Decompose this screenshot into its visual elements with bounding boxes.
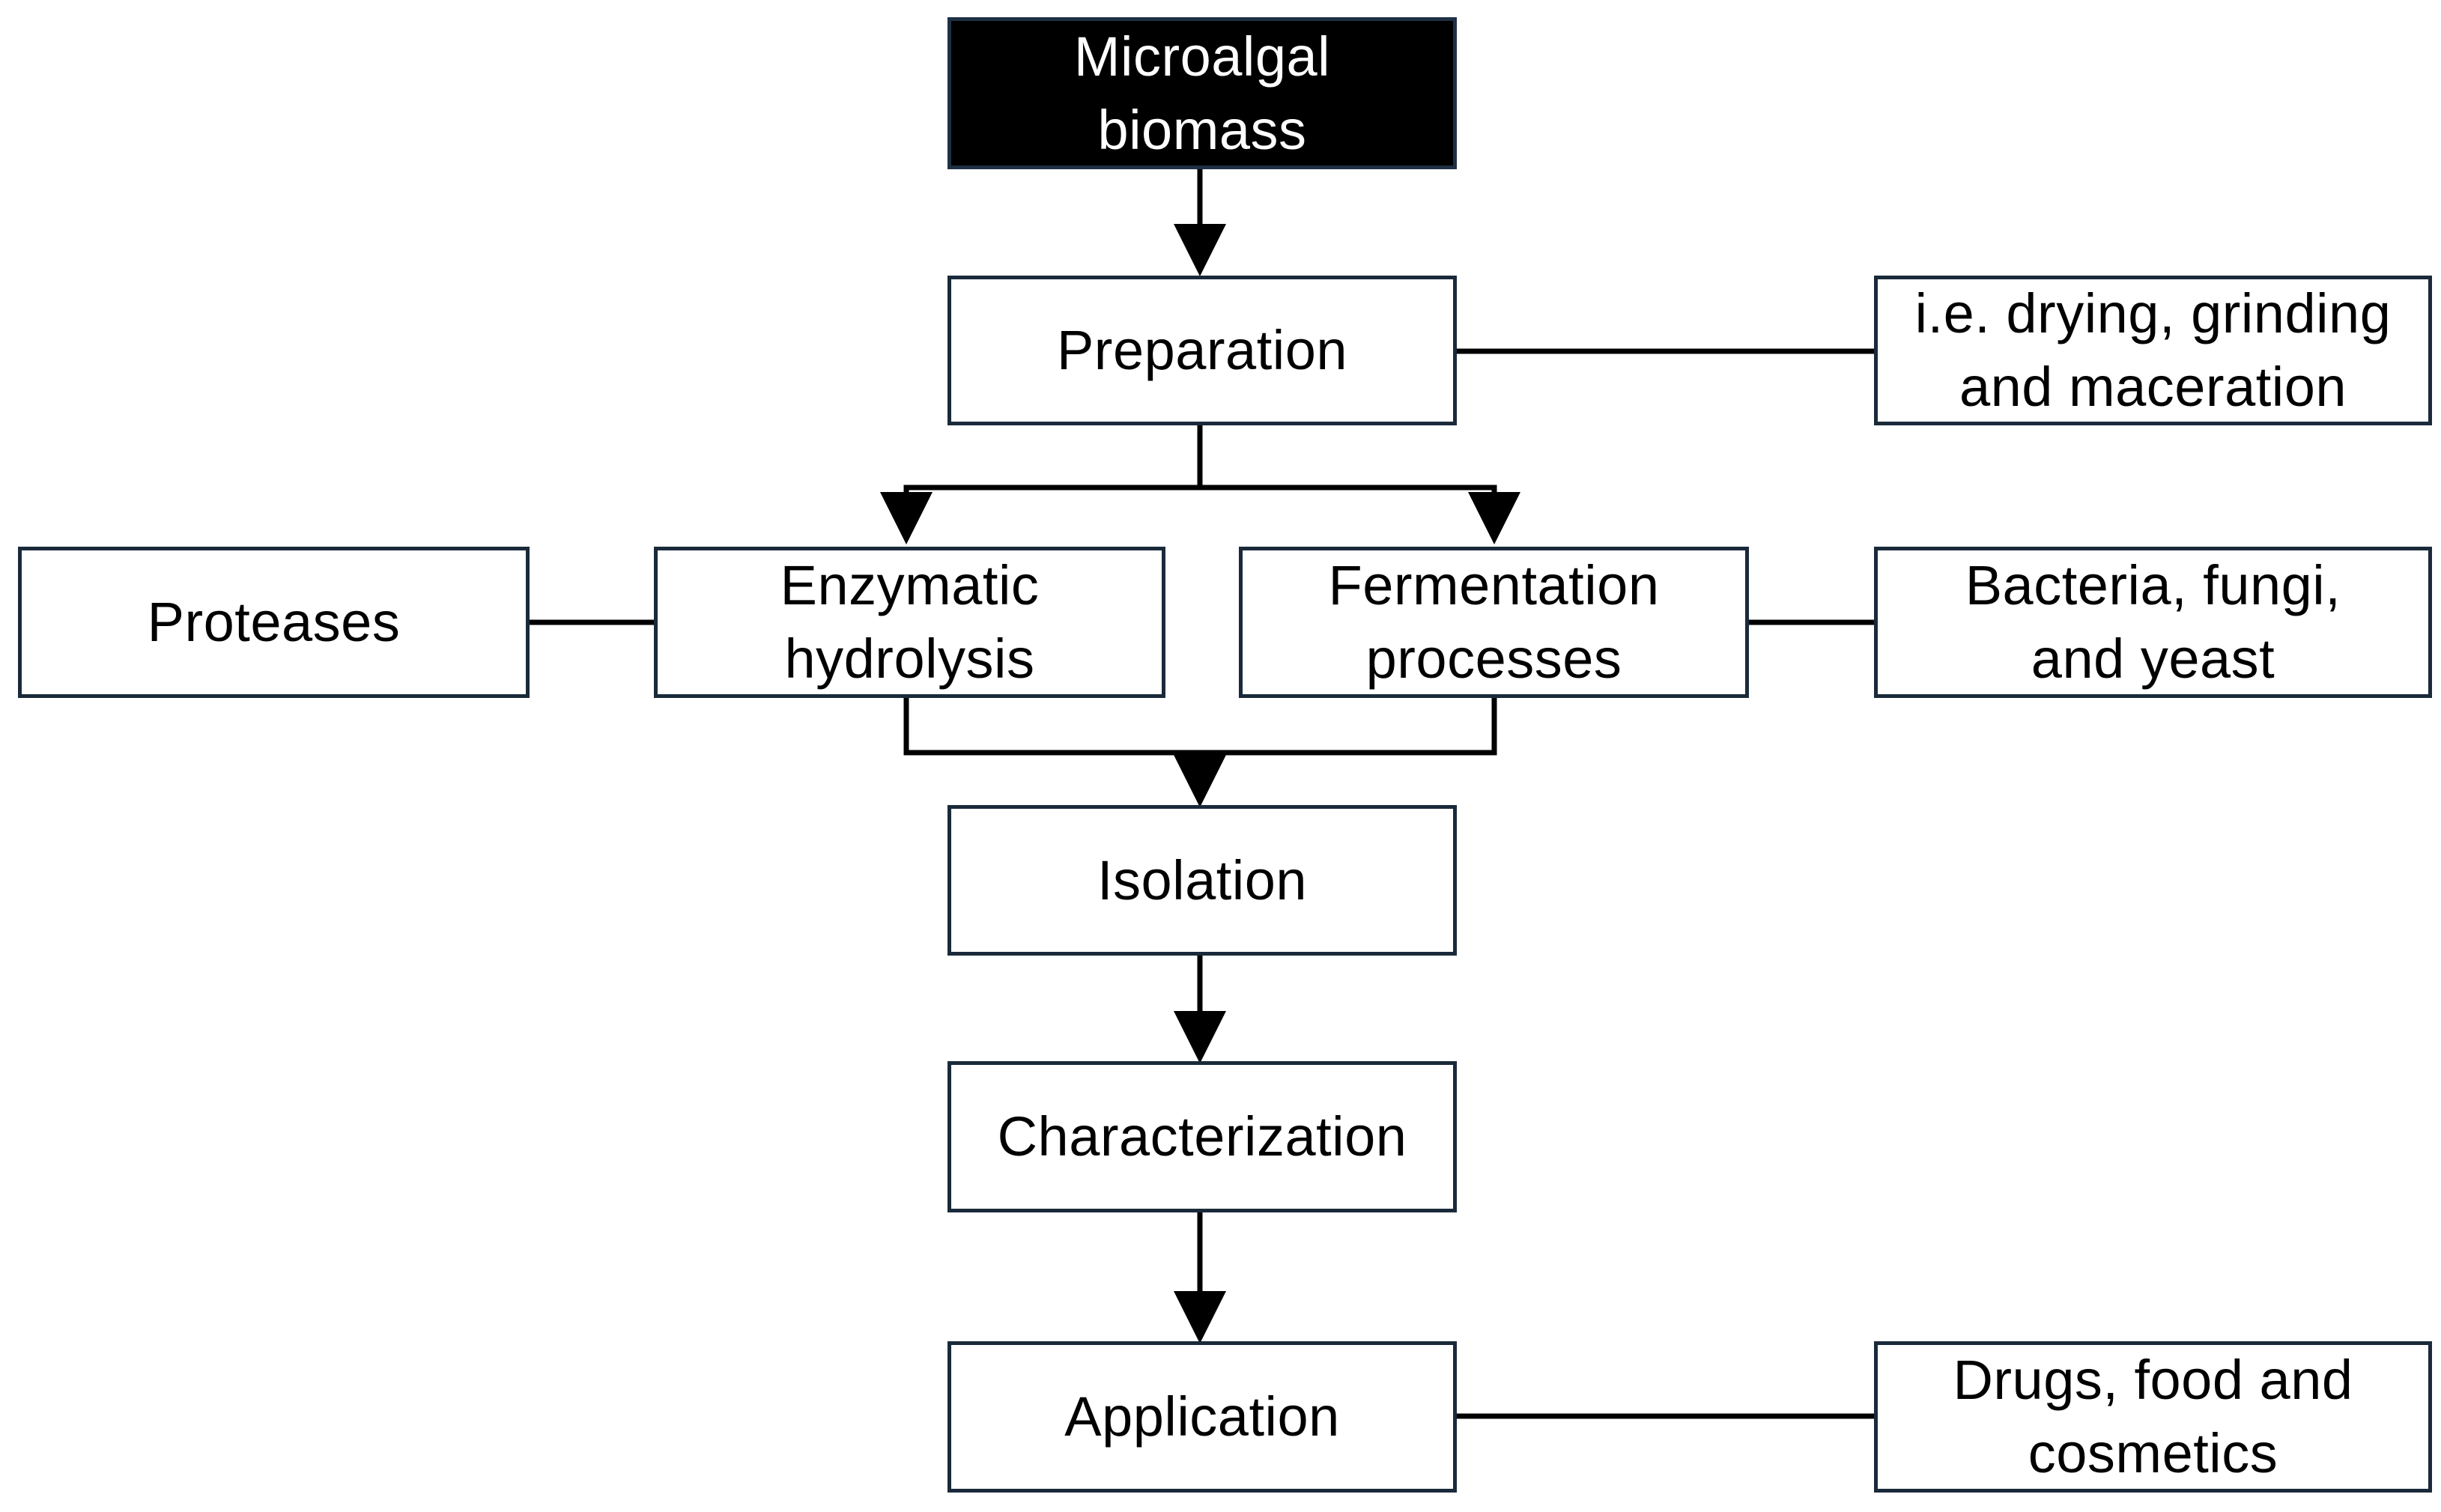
microbes-node: Bacteria, fungi, and yeast	[1874, 547, 2432, 698]
split-preparation-right	[1200, 485, 1520, 544]
fermentation-processes-node: Fermentation processes	[1239, 547, 1749, 698]
application-node: Application	[947, 1341, 1457, 1493]
enzymatic-hydrolysis-node: Enzymatic hydrolysis	[654, 547, 1165, 698]
proteases-node: Proteases	[18, 547, 530, 698]
isolation-node: Isolation	[947, 805, 1457, 956]
preparation-node: Preparation	[947, 276, 1457, 425]
application-note: Drugs, food and cosmetics	[1874, 1341, 2432, 1493]
biomass-node: Microalgal biomass	[947, 17, 1457, 169]
split-preparation	[880, 425, 1203, 544]
characterization-node: Characterization	[947, 1061, 1457, 1212]
merge-to-isolation	[903, 696, 1497, 756]
preparation-note: i.e. drying, grinding and maceration	[1874, 276, 2432, 425]
